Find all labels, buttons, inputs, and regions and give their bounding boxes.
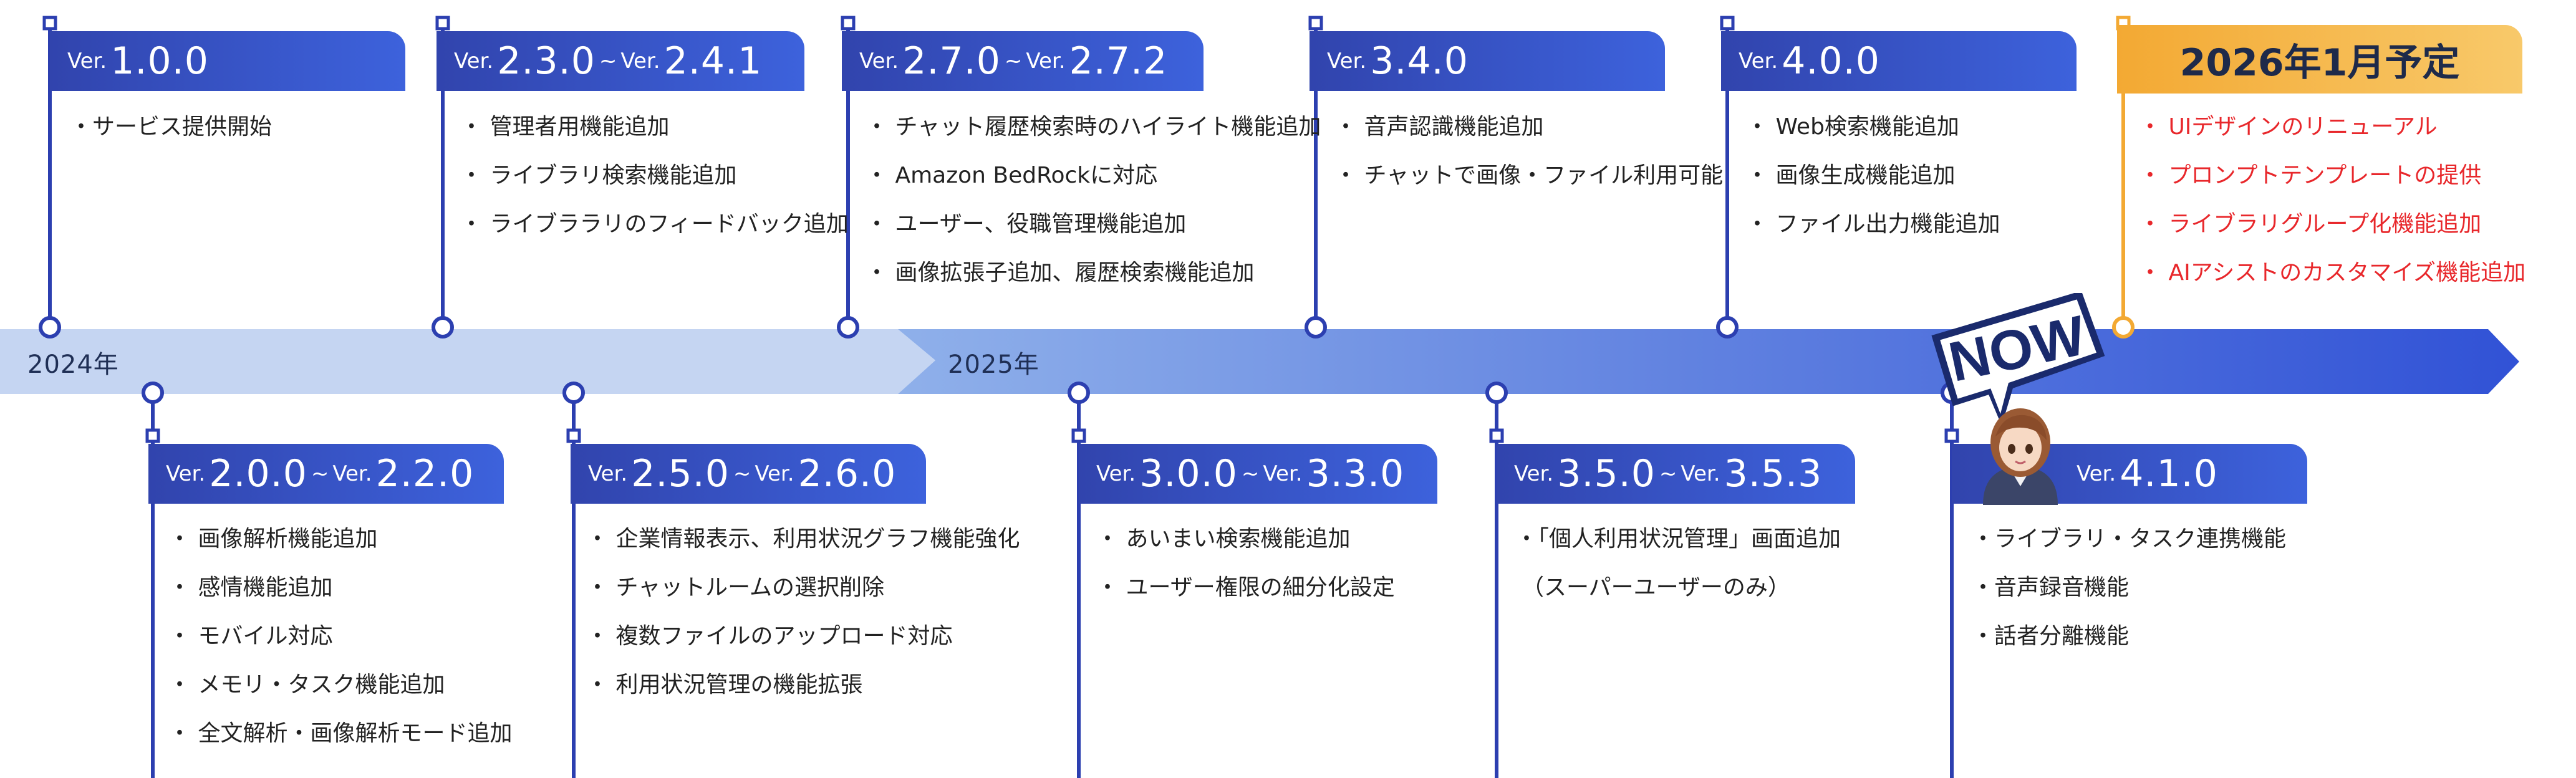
feature-item: ・ チャットで画像・ファイル利用可能 (1334, 163, 1724, 188)
future-release-tab: 2026年1月予定 (2117, 25, 2522, 94)
connector-marker (1071, 428, 1086, 443)
timeline-node (1485, 382, 1508, 404)
feature-item: ・ UIデザインのリニューアル (2139, 114, 2438, 140)
feature-item: ・ ファイル出力機能追加 (1746, 211, 2000, 237)
release-tab-3-4-0: Ver.3.4.0 (1310, 31, 1665, 91)
features-future: ・ UIデザインのリニューアル ・ プロンプトテンプレートの提供 ・ ライブラリ… (2139, 103, 2525, 297)
features-3-5-0: ・「個人利用状況管理」画面追加 （スーパーユーザーのみ） (1515, 515, 1841, 612)
feature-item: ・ ユーザー、役職管理機能追加 (866, 211, 1187, 237)
feature-item: ・サービス提供開始 (70, 114, 273, 140)
feature-item: ・ ライブラリ検索機能追加 (460, 163, 737, 188)
feature-item: ・ モバイル対応 (168, 623, 333, 649)
feature-item: ・ 画像拡張子追加、履歴検索機能追加 (866, 260, 1255, 286)
now-badge: NOW (1931, 293, 2105, 426)
connector-marker (841, 16, 856, 31)
year-label-2024: 2024年 (27, 350, 119, 379)
feature-item: ・ 画像解析機能追加 (168, 526, 378, 552)
feature-item: ・ 企業情報表示、利用状況グラフ機能強化 (586, 526, 1020, 552)
release-tab-2-0-0-2-2-0: Ver.2.0.0~Ver.2.2.0 (148, 444, 504, 504)
timeline-node (1305, 316, 1327, 339)
feature-item: ・ ユーザー権限の細分化設定 (1096, 575, 1395, 600)
feature-item: ・ ライブララリのフィードバック追加 (460, 211, 849, 237)
feature-item: ・ メモリ・タスク機能追加 (168, 672, 445, 698)
band-2025 (898, 329, 2519, 394)
feature-item: ・ 管理者用機能追加 (460, 114, 670, 140)
feature-item: ・ 感情機能追加 (168, 575, 333, 600)
features-1-0-0: ・サービス提供開始 (70, 103, 272, 151)
connector-marker (145, 428, 160, 443)
timeline-node (1068, 382, 1090, 404)
feature-item: ・ Web検索機能追加 (1746, 114, 1959, 140)
feature-item: ・ チャット履歴検索時のハイライト機能追加 (866, 114, 1321, 140)
connector-marker (42, 16, 57, 31)
timeline-node (837, 316, 859, 339)
release-tab-3-5-0-3-5-3: Ver.3.5.0~Ver.3.5.3 (1497, 444, 1855, 504)
feature-item: ・ 画像生成機能追加 (1746, 163, 1956, 188)
avatar (1983, 408, 2058, 505)
connector-marker (1489, 428, 1504, 443)
feature-item: ・音声録音機能 (1972, 575, 2130, 600)
band-2024 (0, 329, 935, 394)
features-2-5-0: ・ 企業情報表示、利用状況グラフ機能強化 ・ チャットルームの選択削除 ・ 複数… (586, 515, 1020, 709)
features-3-0-0: ・ あいまい検索機能追加 ・ ユーザー権限の細分化設定 (1096, 515, 1395, 612)
features-2-0-0: ・ 画像解析機能追加 ・ 感情機能追加 ・ モバイル対応 ・ メモリ・タスク機能… (168, 515, 512, 758)
feature-item: ・ 利用状況管理の機能拡張 (586, 672, 863, 698)
feature-item: ・話者分離機能 (1972, 623, 2130, 649)
now-label: NOW (1944, 304, 2091, 394)
feature-item: （スーパーユーザーのみ） (1522, 575, 1790, 600)
connector-marker (1308, 16, 1323, 31)
release-tab-2-7-0-2-7-2: Ver.2.7.0~Ver.2.7.2 (842, 31, 1204, 91)
connector-marker (566, 428, 581, 443)
features-2-7-0: ・ チャット履歴検索時のハイライト機能追加 ・ Amazon BedRockに対… (866, 103, 1321, 297)
features-4-0-0: ・ Web検索機能追加 ・ 画像生成機能追加 ・ ファイル出力機能追加 (1746, 103, 2000, 249)
features-2-3-0: ・ 管理者用機能追加 ・ ライブラリ検索機能追加 ・ ライブララリのフィードバッ… (460, 103, 849, 249)
connector-marker (1944, 428, 1959, 443)
timeline-node (432, 316, 454, 339)
feature-item: ・「個人利用状況管理」画面追加 (1515, 526, 1841, 552)
release-tab-2-5-0-2-6-0: Ver.2.5.0~Ver.2.6.0 (571, 444, 926, 504)
release-tab-1-0-0: Ver.1.0.0 (50, 31, 405, 91)
feature-item: ・ あいまい検索機能追加 (1096, 526, 1351, 552)
timeline-node (1716, 316, 1739, 339)
features-4-1-0: ・ライブラリ・タスク連携機能 ・音声録音機能 ・話者分離機能 (1972, 515, 2286, 661)
feature-item: ・ 全文解析・画像解析モード追加 (168, 721, 513, 746)
release-tab-4-0-0: Ver.4.0.0 (1721, 31, 2077, 91)
feature-item: ・ ライブラリグループ化機能追加 (2139, 211, 2482, 237)
feature-item: ・ 複数ファイルのアップロード対応 (586, 623, 953, 649)
feature-item: ・ チャットルームの選択削除 (586, 575, 885, 600)
feature-item: ・ライブラリ・タスク連携機能 (1972, 526, 2287, 552)
year-label-2025: 2025年 (948, 350, 1040, 379)
timeline-node (39, 316, 61, 339)
release-tab-2-3-0-2-4-1: Ver.2.3.0~Ver.2.4.1 (437, 31, 804, 91)
feature-item: ・ プロンプトテンプレートの提供 (2139, 163, 2482, 188)
timeline-node (142, 382, 164, 404)
connector-marker (1720, 16, 1735, 31)
timeline-node (562, 382, 585, 404)
timeline-node (2112, 316, 2135, 339)
feature-item: ・ 音声認識機能追加 (1334, 114, 1544, 140)
connector-marker (435, 16, 450, 31)
release-tab-3-0-0-3-3-0: Ver.3.0.0~Ver.3.3.0 (1079, 444, 1437, 504)
feature-item: ・ Amazon BedRockに対応 (866, 163, 1158, 188)
feature-item: ・ AIアシストのカスタマイズ機能追加 (2139, 260, 2526, 286)
features-3-4-0: ・ 音声認識機能追加 ・ チャットで画像・ファイル利用可能 (1334, 103, 1723, 200)
